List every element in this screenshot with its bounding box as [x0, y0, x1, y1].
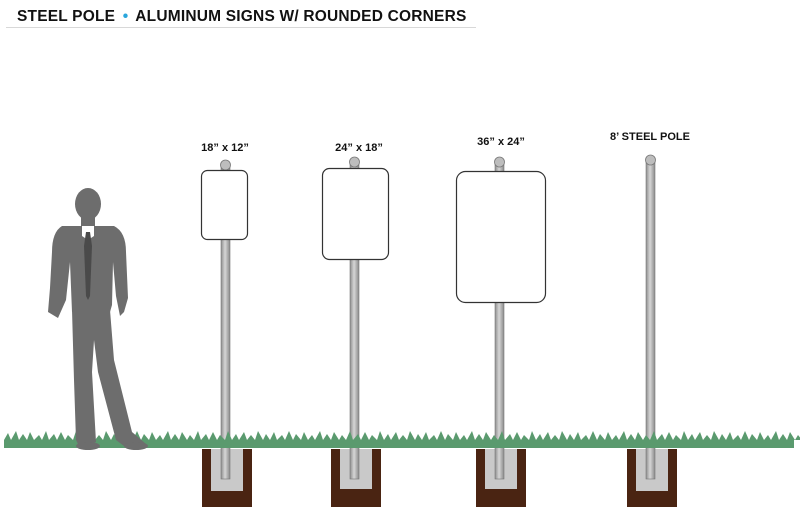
sign-size-label-2: 24” x 18”	[335, 142, 383, 154]
grass-strip	[4, 431, 800, 448]
tie-icon	[84, 232, 92, 300]
title-part-2: ALUMINUM SIGNS W/ ROUNDED CORNERS	[135, 8, 467, 25]
pole-4	[645, 154, 656, 480]
title-part-1: STEEL POLE	[17, 8, 116, 25]
title-separator: •	[122, 8, 129, 25]
sign-panel-2	[321, 167, 390, 261]
pole-3	[494, 156, 505, 480]
sign-size-label-3: 36” x 24”	[477, 136, 525, 148]
pole-2	[349, 156, 360, 480]
sign-size-label-1: 18” x 12”	[201, 142, 249, 154]
sign-panel-3	[455, 170, 547, 304]
steel-pole-label: 8’ STEEL POLE	[610, 131, 690, 143]
pole-1	[220, 159, 231, 480]
person-silhouette-icon	[48, 188, 148, 450]
sign-panel-1	[200, 169, 249, 241]
title-bar: STEEL POLE • ALUMINUM SIGNS W/ ROUNDED C…	[6, 0, 476, 28]
page-title: STEEL POLE • ALUMINUM SIGNS W/ ROUNDED C…	[17, 8, 467, 26]
